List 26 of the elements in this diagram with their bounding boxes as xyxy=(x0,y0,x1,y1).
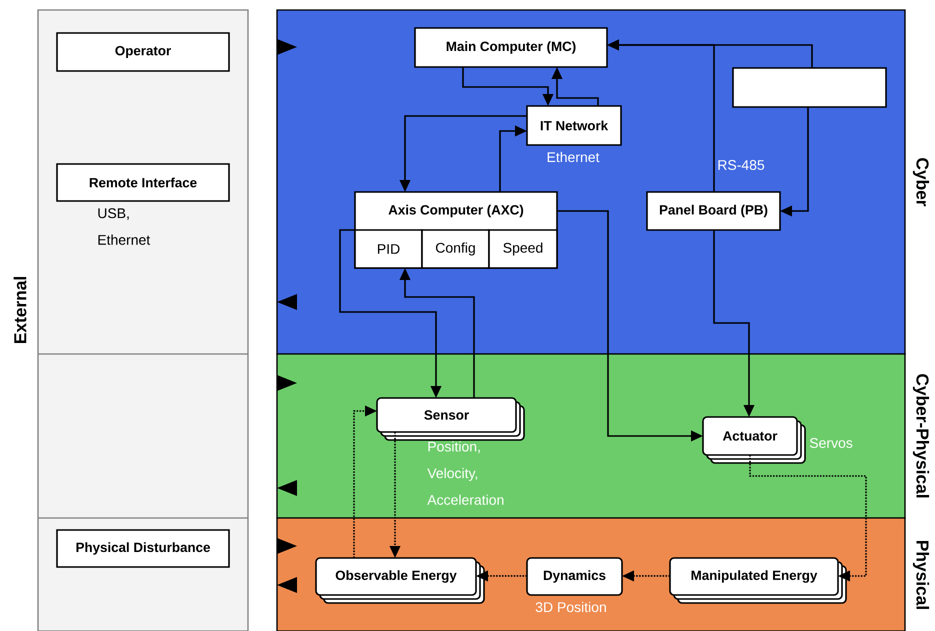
edge-label: RS-485 xyxy=(718,160,764,170)
annotation: USB, Ethernet xyxy=(98,208,150,245)
annotation: Servos xyxy=(810,438,852,448)
annotation: Ethernet xyxy=(548,152,600,162)
stacked-box: Sensor xyxy=(376,397,525,441)
component-box: Main Computer (MC) xyxy=(414,27,608,68)
cell: Config xyxy=(421,229,490,269)
stacked-box: Manipulated Energy xyxy=(669,557,847,604)
component-box: Physical Disturbance xyxy=(56,529,230,568)
layer-title: Physical xyxy=(912,540,930,609)
stacked-box: Actuator xyxy=(702,416,806,464)
annotation: Position, Velocity, Acceleration xyxy=(427,441,504,505)
component-box: Remote Interface xyxy=(56,163,230,202)
component-box: IT Network xyxy=(526,105,622,146)
component-box: Dynamics xyxy=(526,557,623,596)
layer-title: Cyber xyxy=(912,158,930,206)
layer-title: Cyber-Physical xyxy=(912,374,930,498)
cell: Speed xyxy=(488,229,558,269)
component-box: Operator xyxy=(56,32,230,72)
component-box: Panel Board (PB) xyxy=(646,191,781,231)
arrow xyxy=(749,455,867,582)
stacked-box: Observable Energy xyxy=(315,557,485,604)
cell: PID xyxy=(354,229,423,269)
annotation: 3D Position xyxy=(536,602,606,612)
component-box xyxy=(732,67,887,108)
layer-title: External xyxy=(14,277,26,344)
